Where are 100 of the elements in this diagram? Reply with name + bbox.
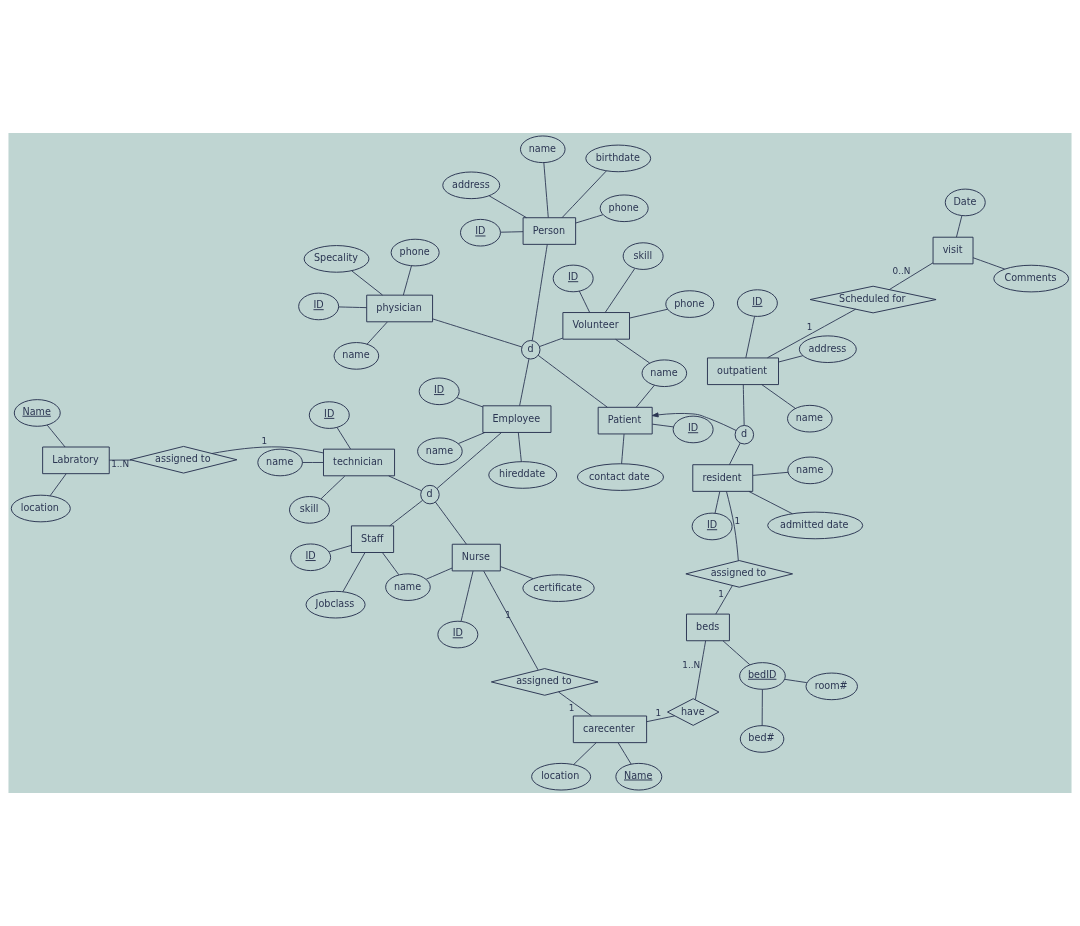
connector bbox=[436, 432, 502, 489]
connector bbox=[460, 570, 474, 622]
edge-label: 1..N bbox=[111, 459, 130, 470]
node-box: Volunteer bbox=[562, 312, 630, 340]
node-diamond: assigned to bbox=[685, 560, 794, 588]
connector bbox=[621, 433, 625, 465]
node-box: outpatient bbox=[707, 357, 779, 386]
connector bbox=[729, 442, 741, 466]
edge-label: 0..N bbox=[892, 265, 911, 276]
connector bbox=[537, 354, 608, 408]
connector bbox=[888, 262, 934, 291]
node-ellipse: ID bbox=[298, 292, 340, 321]
node-ellipse: ID bbox=[418, 377, 460, 406]
node-box: resident bbox=[692, 464, 754, 492]
node-ellipse: bed# bbox=[739, 725, 785, 753]
connector bbox=[388, 475, 422, 492]
node-diamond: have bbox=[667, 698, 720, 726]
connector bbox=[575, 214, 604, 224]
node-ellipse: ID bbox=[290, 543, 332, 572]
connector bbox=[752, 471, 789, 476]
node-ellipse: location bbox=[531, 762, 592, 791]
connector bbox=[742, 384, 745, 426]
connector bbox=[517, 432, 522, 462]
node-circle: d bbox=[420, 484, 440, 505]
node-ellipse: skill bbox=[289, 496, 330, 524]
edge-label: 1..N bbox=[682, 659, 701, 670]
connector bbox=[694, 640, 707, 700]
edge-label: 1 bbox=[806, 322, 813, 333]
connector bbox=[389, 500, 423, 527]
connector bbox=[108, 459, 132, 461]
node-ellipse: birthdate bbox=[585, 144, 652, 173]
connector bbox=[629, 308, 669, 319]
connector bbox=[745, 316, 755, 359]
node-ellipse: Date bbox=[944, 188, 986, 217]
connector bbox=[651, 423, 674, 428]
node-ellipse: ID bbox=[460, 218, 501, 247]
connector bbox=[432, 318, 523, 348]
edge-label: 1 bbox=[718, 589, 724, 600]
connector bbox=[972, 257, 1006, 270]
node-ellipse: Specality bbox=[303, 245, 370, 273]
connector bbox=[500, 231, 524, 233]
arrow bbox=[651, 412, 737, 431]
connector bbox=[558, 691, 592, 717]
connector bbox=[366, 321, 388, 345]
node-ellipse: address bbox=[442, 171, 501, 200]
connector bbox=[456, 397, 484, 408]
node-ellipse: ID bbox=[691, 512, 733, 541]
node-box: carecenter bbox=[572, 715, 648, 744]
edge-label: 1 bbox=[734, 516, 741, 527]
connector bbox=[714, 491, 721, 514]
connector bbox=[320, 475, 346, 500]
node-ellipse: ID bbox=[552, 264, 594, 293]
connector bbox=[748, 491, 793, 515]
node-box: technician bbox=[323, 448, 396, 477]
node-box: Staff bbox=[350, 525, 395, 553]
connector bbox=[543, 162, 549, 218]
connector bbox=[382, 552, 400, 576]
node-diamond: assigned to bbox=[129, 445, 238, 474]
connector bbox=[722, 640, 751, 666]
node-ellipse: phone bbox=[390, 238, 440, 267]
connector bbox=[338, 306, 368, 309]
node-ellipse: name bbox=[333, 342, 380, 370]
node-ellipse: certificate bbox=[522, 574, 595, 602]
connector bbox=[336, 427, 351, 450]
connector bbox=[761, 688, 763, 727]
node-ellipse: room# bbox=[805, 672, 858, 701]
node-ellipse: name bbox=[787, 404, 833, 433]
node-box: Person bbox=[522, 217, 577, 245]
node-ellipse: location bbox=[10, 494, 71, 523]
connector bbox=[561, 170, 607, 218]
node-ellipse: address bbox=[798, 335, 857, 363]
node-ellipse: phone bbox=[665, 290, 715, 318]
node-ellipse: admitted date bbox=[767, 511, 864, 540]
node-ellipse: Name bbox=[13, 399, 61, 427]
connector bbox=[46, 424, 66, 448]
connector bbox=[342, 552, 366, 593]
connector bbox=[715, 585, 733, 615]
node-ellipse: skill bbox=[622, 242, 664, 270]
connector bbox=[49, 473, 67, 497]
connector bbox=[328, 544, 352, 553]
connector bbox=[435, 501, 467, 545]
node-box: Labratory bbox=[42, 446, 110, 475]
connector bbox=[531, 244, 548, 341]
connector bbox=[646, 715, 676, 723]
node-ellipse: name bbox=[641, 359, 688, 388]
node-ellipse: phone bbox=[599, 194, 649, 223]
connector bbox=[784, 678, 808, 684]
edge-label: 1 bbox=[655, 708, 662, 719]
connector bbox=[488, 195, 527, 219]
connector bbox=[402, 265, 412, 296]
connector bbox=[500, 566, 534, 580]
node-ellipse: Comments bbox=[993, 264, 1070, 293]
node-ellipse: name bbox=[787, 456, 833, 485]
node-ellipse: hireddate bbox=[488, 461, 558, 489]
connector bbox=[761, 384, 796, 409]
connector bbox=[519, 358, 530, 407]
node-ellipse: ID bbox=[736, 289, 778, 317]
connector bbox=[425, 567, 453, 580]
node-box: beds bbox=[686, 613, 730, 642]
connector bbox=[351, 270, 383, 296]
